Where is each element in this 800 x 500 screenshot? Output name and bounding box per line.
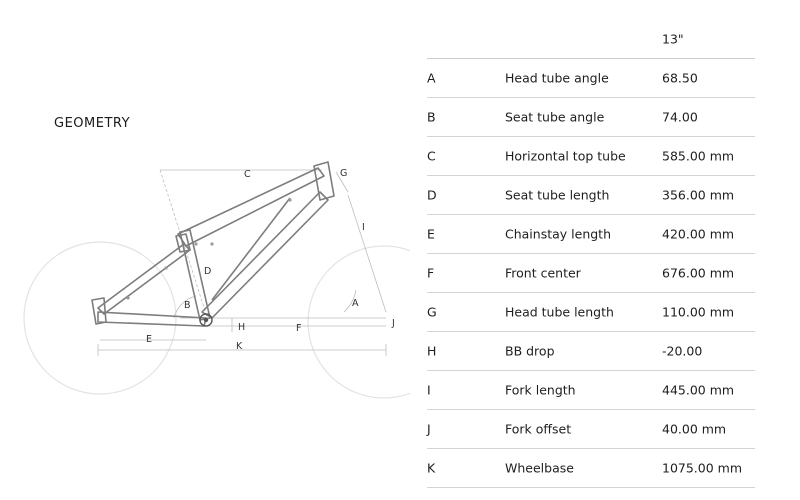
label-G: G (340, 168, 347, 179)
size-header: 13" (662, 31, 684, 47)
row-parameter: Fork length (505, 382, 576, 398)
label-C: C (244, 169, 251, 180)
table-row: D Seat tube length 356.00 mm (427, 176, 755, 215)
row-code: K (427, 460, 436, 476)
bottom-bracket (199, 313, 213, 327)
row-code: H (427, 343, 437, 359)
row-parameter: Fork offset (505, 421, 572, 437)
row-code: F (427, 265, 435, 281)
row-value: 68.50 (662, 70, 698, 86)
row-parameter: Head tube length (505, 304, 614, 320)
row-value: 585.00 mm (662, 148, 735, 164)
row-value: -20.00 (662, 343, 703, 359)
label-H: H (238, 322, 245, 333)
table-row: K Wheelbase 1075.00 mm (427, 449, 755, 488)
rear-wheel (23, 241, 177, 395)
row-value: 1075.00 mm (662, 460, 743, 476)
row-parameter: Horizontal top tube (505, 148, 626, 164)
front-wheel (307, 245, 410, 399)
table-row: G Head tube length 110.00 mm (427, 293, 755, 332)
table-row: F Front center 676.00 mm (427, 254, 755, 293)
row-parameter: Head tube angle (505, 70, 609, 86)
row-value: 420.00 mm (662, 226, 735, 242)
dimension-lines (97, 169, 387, 356)
row-code: I (427, 382, 431, 398)
row-code: D (427, 187, 437, 203)
row-parameter: Seat tube angle (505, 109, 605, 125)
label-D: D (204, 266, 211, 277)
row-code: E (427, 226, 435, 242)
row-parameter: Chainstay length (505, 226, 611, 242)
row-code: A (427, 70, 436, 86)
row-parameter: Wheelbase (505, 460, 574, 476)
row-value: 676.00 mm (662, 265, 735, 281)
table-row: A Head tube angle 68.50 (427, 59, 755, 98)
row-code: C (427, 148, 436, 164)
table-row: E Chainstay length 420.00 mm (427, 215, 755, 254)
row-value: 40.00 mm (662, 421, 727, 437)
table-row: B Seat tube angle 74.00 (427, 98, 755, 137)
label-K: K (236, 341, 243, 352)
label-B: B (184, 300, 191, 311)
row-parameter: Front center (505, 265, 581, 281)
frame-geometry-diagram: C G I D B A H F J E K (23, 161, 410, 399)
row-value: 110.00 mm (662, 304, 735, 320)
section-title: GEOMETRY (54, 116, 131, 131)
table-header-row: 13" (427, 20, 755, 59)
frame-bolts (126, 198, 292, 300)
row-value: 445.00 mm (662, 382, 735, 398)
table-row: J Fork offset 40.00 mm (427, 410, 755, 449)
row-parameter: Seat tube length (505, 187, 610, 203)
row-value: 74.00 (662, 109, 698, 125)
row-value: 356.00 mm (662, 187, 735, 203)
row-code: J (427, 421, 431, 437)
row-code: B (427, 109, 436, 125)
table-row: C Horizontal top tube 585.00 mm (427, 137, 755, 176)
label-I: I (362, 222, 365, 233)
label-A: A (352, 298, 359, 309)
row-code: G (427, 304, 437, 320)
table-row: H BB drop -20.00 (427, 332, 755, 371)
label-F: F (296, 323, 301, 334)
label-E: E (146, 334, 152, 345)
row-parameter: BB drop (505, 343, 555, 359)
label-J: J (391, 318, 395, 329)
table-row: I Fork length 445.00 mm (427, 371, 755, 410)
